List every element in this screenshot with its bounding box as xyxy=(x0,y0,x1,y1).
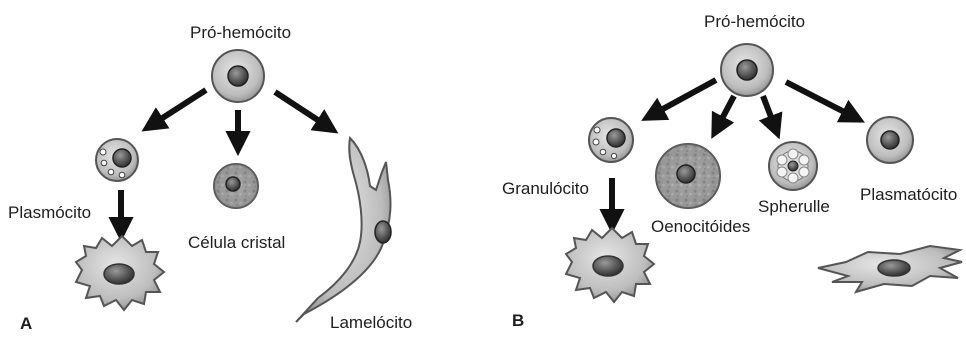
prohemocyte-cell-b xyxy=(721,44,773,96)
oenocytoid-cell xyxy=(656,144,720,208)
prohemocyte-cell-a xyxy=(212,50,264,102)
granulocyte-mature-cell xyxy=(566,228,654,302)
arrow-to-oenocytoid xyxy=(716,96,734,130)
spherule-label: Spherulle xyxy=(758,198,830,215)
plasmocyte-cell xyxy=(96,139,138,181)
arrow-to-spherule xyxy=(763,96,776,130)
plasmocyte-label: Plasmócito xyxy=(8,204,91,221)
plasmatocyte-label: Plasmatócito xyxy=(860,186,957,203)
crystal-cell xyxy=(214,164,258,208)
panel-b-label: B xyxy=(512,312,524,329)
crystal-cell-label: Célula cristal xyxy=(188,234,285,251)
lamellocyte-label: Lamelócito xyxy=(330,314,412,331)
granulocyte-label: Granulócito xyxy=(502,180,589,197)
panel-a-label: A xyxy=(20,315,32,332)
arrow-to-plasmocyte xyxy=(150,90,206,126)
arrow-to-granulocyte xyxy=(650,80,716,116)
plasmatocyte-cell xyxy=(867,117,913,163)
plasmatocyte-spread-cell xyxy=(818,246,962,292)
spherule-cell xyxy=(769,142,817,190)
granulocyte-cell xyxy=(589,118,633,162)
panel-a-origin-label: Pró-hemócito xyxy=(190,24,291,41)
plasmocyte-mature-cell xyxy=(76,236,164,310)
lamellocyte-cell xyxy=(296,138,391,322)
panel-b-origin-label: Pró-hemócito xyxy=(704,13,805,30)
arrow-to-plasmatocyte xyxy=(786,82,856,118)
oenocytoid-label: Oenocitóides xyxy=(651,218,750,235)
arrow-to-lamellocyte xyxy=(275,92,330,128)
arrows-panel-a xyxy=(121,90,330,232)
